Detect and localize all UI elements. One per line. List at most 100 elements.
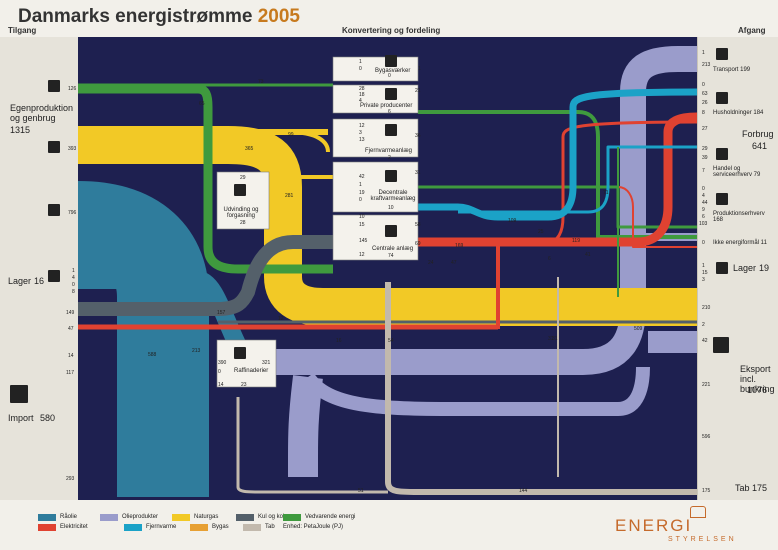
flow-electricity [418, 112, 697, 247]
right-num: 7 [702, 168, 705, 174]
lager-value-left: 16 [34, 276, 45, 286]
right-num: 221 [702, 382, 711, 388]
flow-gas-box [287, 130, 330, 153]
left-num: 126 [68, 86, 77, 92]
box-label-private: Private producenter [360, 103, 413, 109]
box-num: 69 [415, 241, 421, 247]
flow-crude-oil [78, 181, 209, 497]
left-num: 796 [68, 210, 77, 216]
flow-gas [78, 126, 697, 326]
flow-renewables [78, 84, 333, 274]
right-num: 4 [702, 193, 705, 199]
plant-icon [385, 88, 397, 100]
eksport-value: 1076 [747, 385, 768, 395]
central-plant-icon [385, 225, 397, 237]
legend-label: Bygas [212, 524, 229, 530]
box-num: 2 [388, 155, 391, 161]
flow-num: 365 [245, 146, 254, 152]
box-num: 1 [359, 182, 362, 188]
right-num: 8 [702, 110, 705, 116]
box-num: 14 [218, 382, 224, 388]
box-label-udvinding: Udvinding og forgasning [223, 207, 259, 219]
box-label-decentrale: Decentrale kraftvarmeanlæg [370, 190, 416, 202]
flow-num: 588 [148, 352, 157, 358]
box-label-fjernvarme: Fjernvarmeanlæg [365, 148, 413, 154]
box-num: 12 [359, 123, 365, 129]
ikke-energi-label: Ikke energiformål 11 [713, 240, 767, 246]
right-num: 26 [702, 100, 708, 106]
flow-num: 157 [217, 310, 226, 316]
right-num: 44 [702, 200, 708, 206]
legend-swatch-crude-oil [38, 514, 56, 521]
right-num: 42 [702, 338, 708, 344]
right-num: 15 [702, 270, 708, 276]
box-num: 4 [359, 98, 362, 104]
forbrug-value: 641 [752, 141, 768, 151]
box-num: 13 [359, 137, 365, 143]
husholdninger-label: Husholdninger 184 [713, 110, 764, 116]
demand-panel [697, 37, 778, 500]
car-icon [716, 48, 728, 60]
box-num: 15 [359, 222, 365, 228]
right-num: 63 [702, 91, 708, 97]
box-num: 42 [359, 174, 365, 180]
box-num: 31 [415, 170, 421, 176]
box-num: 29 [240, 175, 246, 181]
box-num: 28 [240, 220, 246, 226]
sankey-diagram [78, 37, 697, 500]
right-num: 103 [699, 221, 708, 227]
right-num: 0 [702, 186, 705, 192]
left-num: 117 [66, 370, 74, 376]
legend-swatch-coal [236, 514, 254, 521]
box-label-centrale: Centrale anlæg [372, 246, 414, 252]
flow-num: 47 [451, 260, 457, 266]
crown-icon [690, 506, 706, 518]
box-centrale [332, 214, 419, 261]
flow-electricity-branch [547, 120, 697, 244]
flow-num: 71 [603, 190, 609, 196]
flow-num: 16 [336, 338, 342, 344]
leaf-icon [48, 80, 60, 92]
box-num: 145 [359, 238, 368, 244]
oil-drop-icon [48, 204, 60, 216]
box-fjernvarme [332, 118, 419, 158]
lager-label-right: Lager [733, 263, 757, 273]
box-raffinaderier [216, 339, 277, 388]
right-num: 2 [702, 322, 705, 328]
box-num: 10 [359, 214, 365, 220]
right-num: 1 [702, 263, 705, 269]
legend-swatch-electricity [38, 524, 56, 531]
export-ship-icon [713, 337, 729, 353]
import-value: 580 [40, 413, 56, 423]
heating-icon [385, 124, 397, 136]
legend-label: Olieprodukter [122, 514, 159, 520]
flow-num: 281 [285, 193, 294, 199]
flow-coal [78, 235, 333, 316]
legend-label: Tab [265, 524, 275, 530]
left-num: 0 [72, 282, 75, 288]
legend-unit: Enhed: PetaJoule (PJ) [283, 524, 344, 530]
box-num: 58 [415, 222, 421, 228]
factory-icon [385, 55, 397, 67]
legend-label: Vedvarende energi [305, 514, 356, 520]
legend-swatch-heat [124, 524, 142, 531]
legend-swatch-products [100, 514, 118, 521]
left-num: 393 [68, 146, 77, 152]
right-num: 3 [702, 277, 705, 283]
right-num: 213 [702, 62, 711, 68]
box-num: 390 [218, 360, 227, 366]
right-num: 9 [702, 207, 705, 213]
flow-num: 509 [634, 326, 643, 332]
legend-swatch-loss [243, 524, 261, 531]
legend-swatch-gas [172, 514, 190, 521]
flow-renewables-right [418, 110, 697, 239]
right-num: 0 [702, 82, 705, 88]
title-year: 2005 [257, 6, 300, 27]
right-num: 0 [702, 240, 705, 246]
flow-num: 31 [548, 336, 554, 342]
right-num: 6 [702, 214, 705, 220]
legend-label: Råolie [60, 514, 78, 520]
box-bygas [332, 56, 419, 82]
right-num: 210 [702, 305, 711, 311]
right-num: 596 [702, 434, 711, 440]
